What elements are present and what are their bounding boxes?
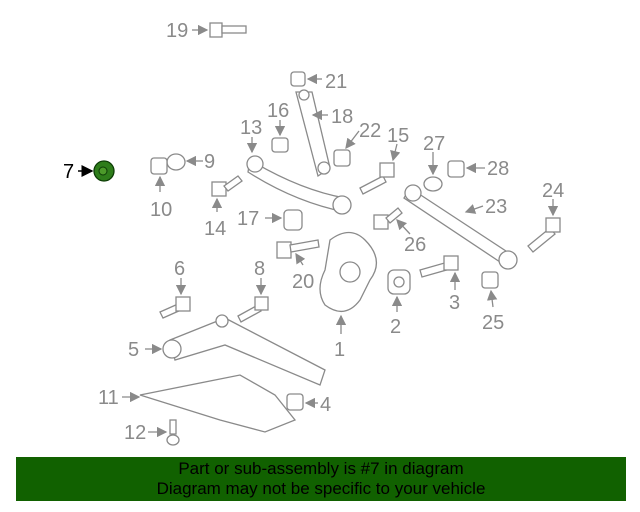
part-12-clip[interactable] <box>166 419 180 446</box>
part-21-nut[interactable] <box>290 71 306 87</box>
callout-13[interactable]: 13 <box>240 117 262 139</box>
callout-27[interactable]: 27 <box>423 133 445 155</box>
part-20-bolt[interactable] <box>276 239 320 259</box>
callout-19[interactable]: 19 <box>166 20 188 42</box>
part-10-nut[interactable] <box>150 157 168 175</box>
part-19-bolt[interactable] <box>209 22 247 38</box>
banner-line-1: Part or sub-assembly is #7 in diagram <box>178 459 464 478</box>
part-6-bolt[interactable] <box>159 296 191 319</box>
callout-18[interactable]: 18 <box>331 106 353 128</box>
part-27-ring[interactable] <box>423 176 443 192</box>
part-11-shield[interactable] <box>139 374 297 433</box>
callout-9[interactable]: 9 <box>204 151 215 173</box>
part-22-nut[interactable] <box>333 149 351 167</box>
callout-15[interactable]: 15 <box>387 125 409 147</box>
callout-20[interactable]: 20 <box>292 271 314 293</box>
part-2-bushing[interactable] <box>387 269 411 295</box>
callout-5[interactable]: 5 <box>128 339 139 361</box>
part-info-banner: Part or sub-assembly is #7 in diagram Di… <box>16 457 626 501</box>
part-1-knuckle[interactable] <box>319 231 377 312</box>
callout-25[interactable]: 25 <box>482 312 504 334</box>
banner-line-2: Diagram may not be specific to your vehi… <box>156 479 486 498</box>
callout-17[interactable]: 17 <box>237 208 259 230</box>
part-7-nut-selected[interactable] <box>93 160 115 182</box>
part-9-ring[interactable] <box>166 153 186 171</box>
callout-4[interactable]: 4 <box>320 394 331 416</box>
part-14-bolt[interactable] <box>211 175 243 197</box>
part-3-bolt[interactable] <box>419 255 459 278</box>
callout-7-selected[interactable]: 7 <box>63 161 74 183</box>
callout-16[interactable]: 16 <box>267 100 289 122</box>
part-26-bolt[interactable] <box>373 207 403 230</box>
part-18-link[interactable] <box>295 89 331 178</box>
callout-28[interactable]: 28 <box>487 158 509 180</box>
callout-10[interactable]: 10 <box>150 199 172 221</box>
callout-26[interactable]: 26 <box>404 234 426 256</box>
callout-12[interactable]: 12 <box>124 422 146 444</box>
part-13-arm[interactable] <box>246 155 352 215</box>
callout-14[interactable]: 14 <box>204 218 226 240</box>
part-23-link[interactable] <box>403 184 518 270</box>
part-25-nut[interactable] <box>481 271 499 289</box>
part-4-nut[interactable] <box>286 393 304 411</box>
part-5-arm[interactable] <box>162 314 326 386</box>
callout-6[interactable]: 6 <box>174 258 185 280</box>
callout-22[interactable]: 22 <box>359 120 381 142</box>
part-28-nut[interactable] <box>447 160 465 178</box>
part-15-bolt[interactable] <box>359 162 395 195</box>
part-16-nut[interactable] <box>271 137 289 153</box>
callout-1[interactable]: 1 <box>334 339 345 361</box>
part-8-bolt[interactable] <box>237 296 269 323</box>
callout-11[interactable]: 11 <box>98 387 119 409</box>
callout-8[interactable]: 8 <box>254 258 265 280</box>
callout-23[interactable]: 23 <box>485 196 507 218</box>
callout-24[interactable]: 24 <box>542 180 564 202</box>
part-24-bolt[interactable] <box>527 217 561 253</box>
callout-3[interactable]: 3 <box>449 292 460 314</box>
callout-21[interactable]: 21 <box>325 71 347 93</box>
part-17-bushing[interactable] <box>283 209 303 231</box>
callout-2[interactable]: 2 <box>390 316 401 338</box>
